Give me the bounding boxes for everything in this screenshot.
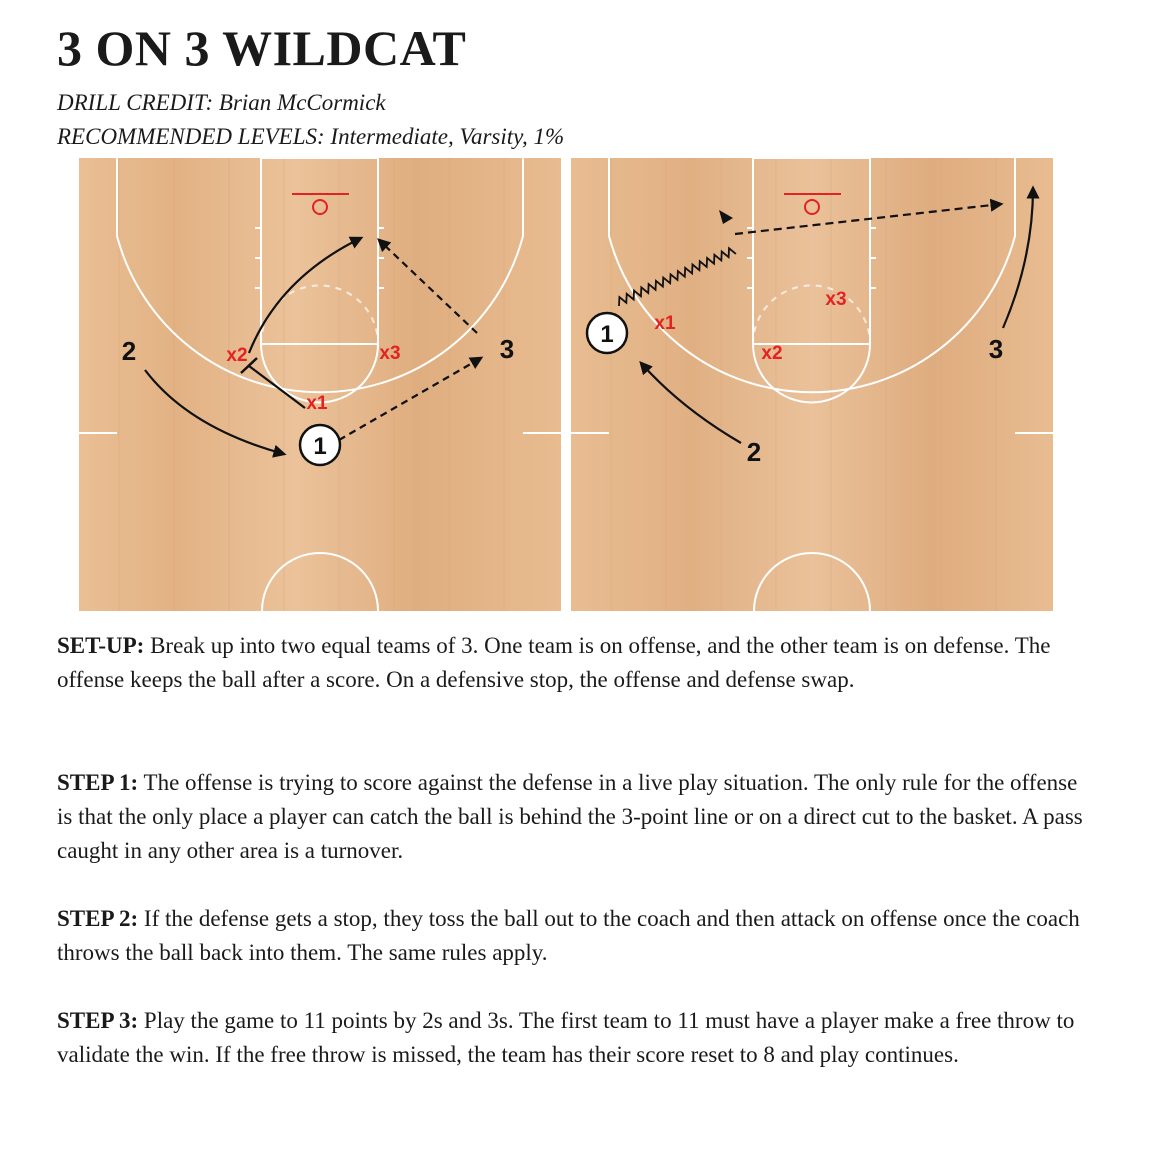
offense-player-1: 1 (585, 311, 629, 355)
court-diagram-1: 1 2 3 x2 x3 x1 (79, 158, 561, 611)
defense-x3-label: x3 (825, 289, 846, 310)
section-setup-text: Break up into two equal teams of 3. One … (57, 633, 1051, 692)
dribble-arrow-head (719, 210, 733, 224)
cut-arrow-2 (639, 361, 742, 444)
section-step-3-text: Play the game to 11 points by 2s and 3s.… (57, 1008, 1075, 1067)
pass-arrow-to-corner (734, 198, 1004, 236)
court-lines (571, 158, 1053, 611)
section-step-2-label: STEP 2: (57, 906, 139, 931)
offense-1-label: 1 (600, 321, 613, 348)
cut-arrow-2 (144, 369, 287, 458)
section-setup: SET-UP: Break up into two equal teams of… (57, 629, 1097, 697)
section-step-2: STEP 2: If the defense gets a stop, they… (57, 902, 1097, 970)
offense-3-label: 3 (500, 334, 514, 364)
rim (804, 199, 820, 215)
screen-tail (248, 365, 306, 409)
defense-x1-label: x1 (306, 393, 328, 414)
recommended-levels-label: RECOMMENDED LEVELS: (57, 124, 325, 149)
section-step-1-text: The offense is trying to score against t… (57, 770, 1083, 863)
cut-arrow-x2 (247, 236, 364, 354)
drill-credit-label: DRILL CREDIT: (57, 90, 214, 115)
offense-3-label: 3 (989, 334, 1003, 364)
court-floor (79, 158, 561, 611)
recommended-levels: RECOMMENDED LEVELS: Intermediate, Varsit… (57, 123, 564, 151)
offense-player-1: 1 (298, 423, 342, 467)
defense-x2-label: x2 (761, 343, 782, 364)
offense-2-label: 2 (747, 437, 761, 467)
drill-credit-value: Brian McCormick (218, 90, 386, 115)
defense-x3-label: x3 (379, 343, 400, 364)
recommended-levels-value: Intermediate, Varsity, 1% (330, 124, 565, 149)
dribble-arrow-1 (618, 246, 737, 307)
pass-arrow-to-3 (338, 356, 484, 441)
cut-arrow-3 (1001, 185, 1040, 329)
page-title: 3 ON 3 WILDCAT (57, 20, 467, 76)
pass-arrow-to-basket (377, 238, 478, 334)
rim (312, 199, 328, 215)
offense-1-label: 1 (313, 433, 326, 460)
movement-paths (618, 185, 1040, 444)
court-diagram-2: 1 2 3 x1 x2 x3 (571, 158, 1053, 611)
drill-credit: DRILL CREDIT: Brian McCormick (57, 89, 386, 117)
movement-paths (144, 236, 484, 458)
section-step-3: STEP 3: Play the game to 11 points by 2s… (57, 1004, 1097, 1072)
court-floor (571, 158, 1053, 611)
defense-x2-label: x2 (226, 345, 247, 366)
section-step-2-text: If the defense gets a stop, they toss th… (57, 906, 1080, 965)
section-step-1-label: STEP 1: (57, 770, 139, 795)
screen-x2 (240, 357, 258, 374)
defense-x1-label: x1 (654, 313, 676, 334)
section-step-1: STEP 1: The offense is trying to score a… (57, 766, 1097, 868)
section-setup-label: SET-UP: (57, 633, 145, 658)
offense-2-label: 2 (122, 336, 136, 366)
section-step-3-label: STEP 3: (57, 1008, 139, 1033)
